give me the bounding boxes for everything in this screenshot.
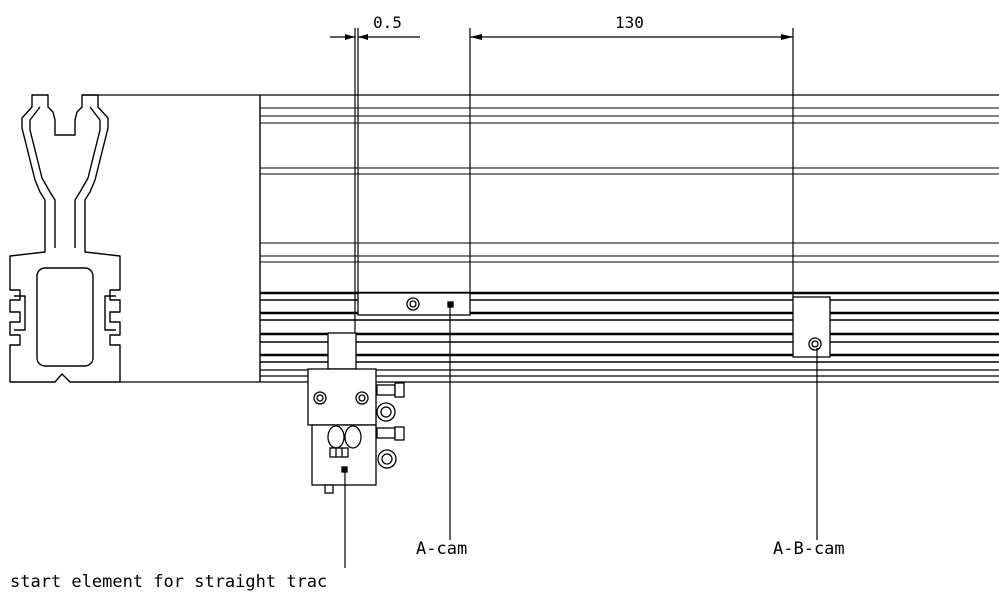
start-element-assembly xyxy=(307,332,405,494)
straight-track-body xyxy=(82,94,999,383)
ab-cam-label: A-B-cam xyxy=(773,539,845,559)
profile-inner-outline-right xyxy=(74,106,101,248)
dimension-gap-label: 0.5 xyxy=(373,13,402,32)
track-profile-cross-section xyxy=(9,94,121,383)
dimension-spacing-label: 130 xyxy=(615,13,644,32)
a-cam-marker xyxy=(447,301,454,308)
callout-leaders xyxy=(344,307,818,568)
profile-slot-left xyxy=(14,295,26,331)
ab-cam-bracket xyxy=(792,296,831,358)
profile-slot-right xyxy=(104,295,116,331)
start-element-marker xyxy=(341,466,348,473)
profile-outline xyxy=(9,94,121,383)
a-cam-bracket xyxy=(357,292,471,316)
dimension-spacing xyxy=(469,28,794,297)
a-cam-label: A-cam xyxy=(416,539,467,559)
start-element-label: start element for straight trac xyxy=(10,572,327,592)
dimension-gap xyxy=(330,28,420,333)
profile-inner-outline xyxy=(29,106,56,248)
profile-hollow-chamber xyxy=(36,267,94,367)
